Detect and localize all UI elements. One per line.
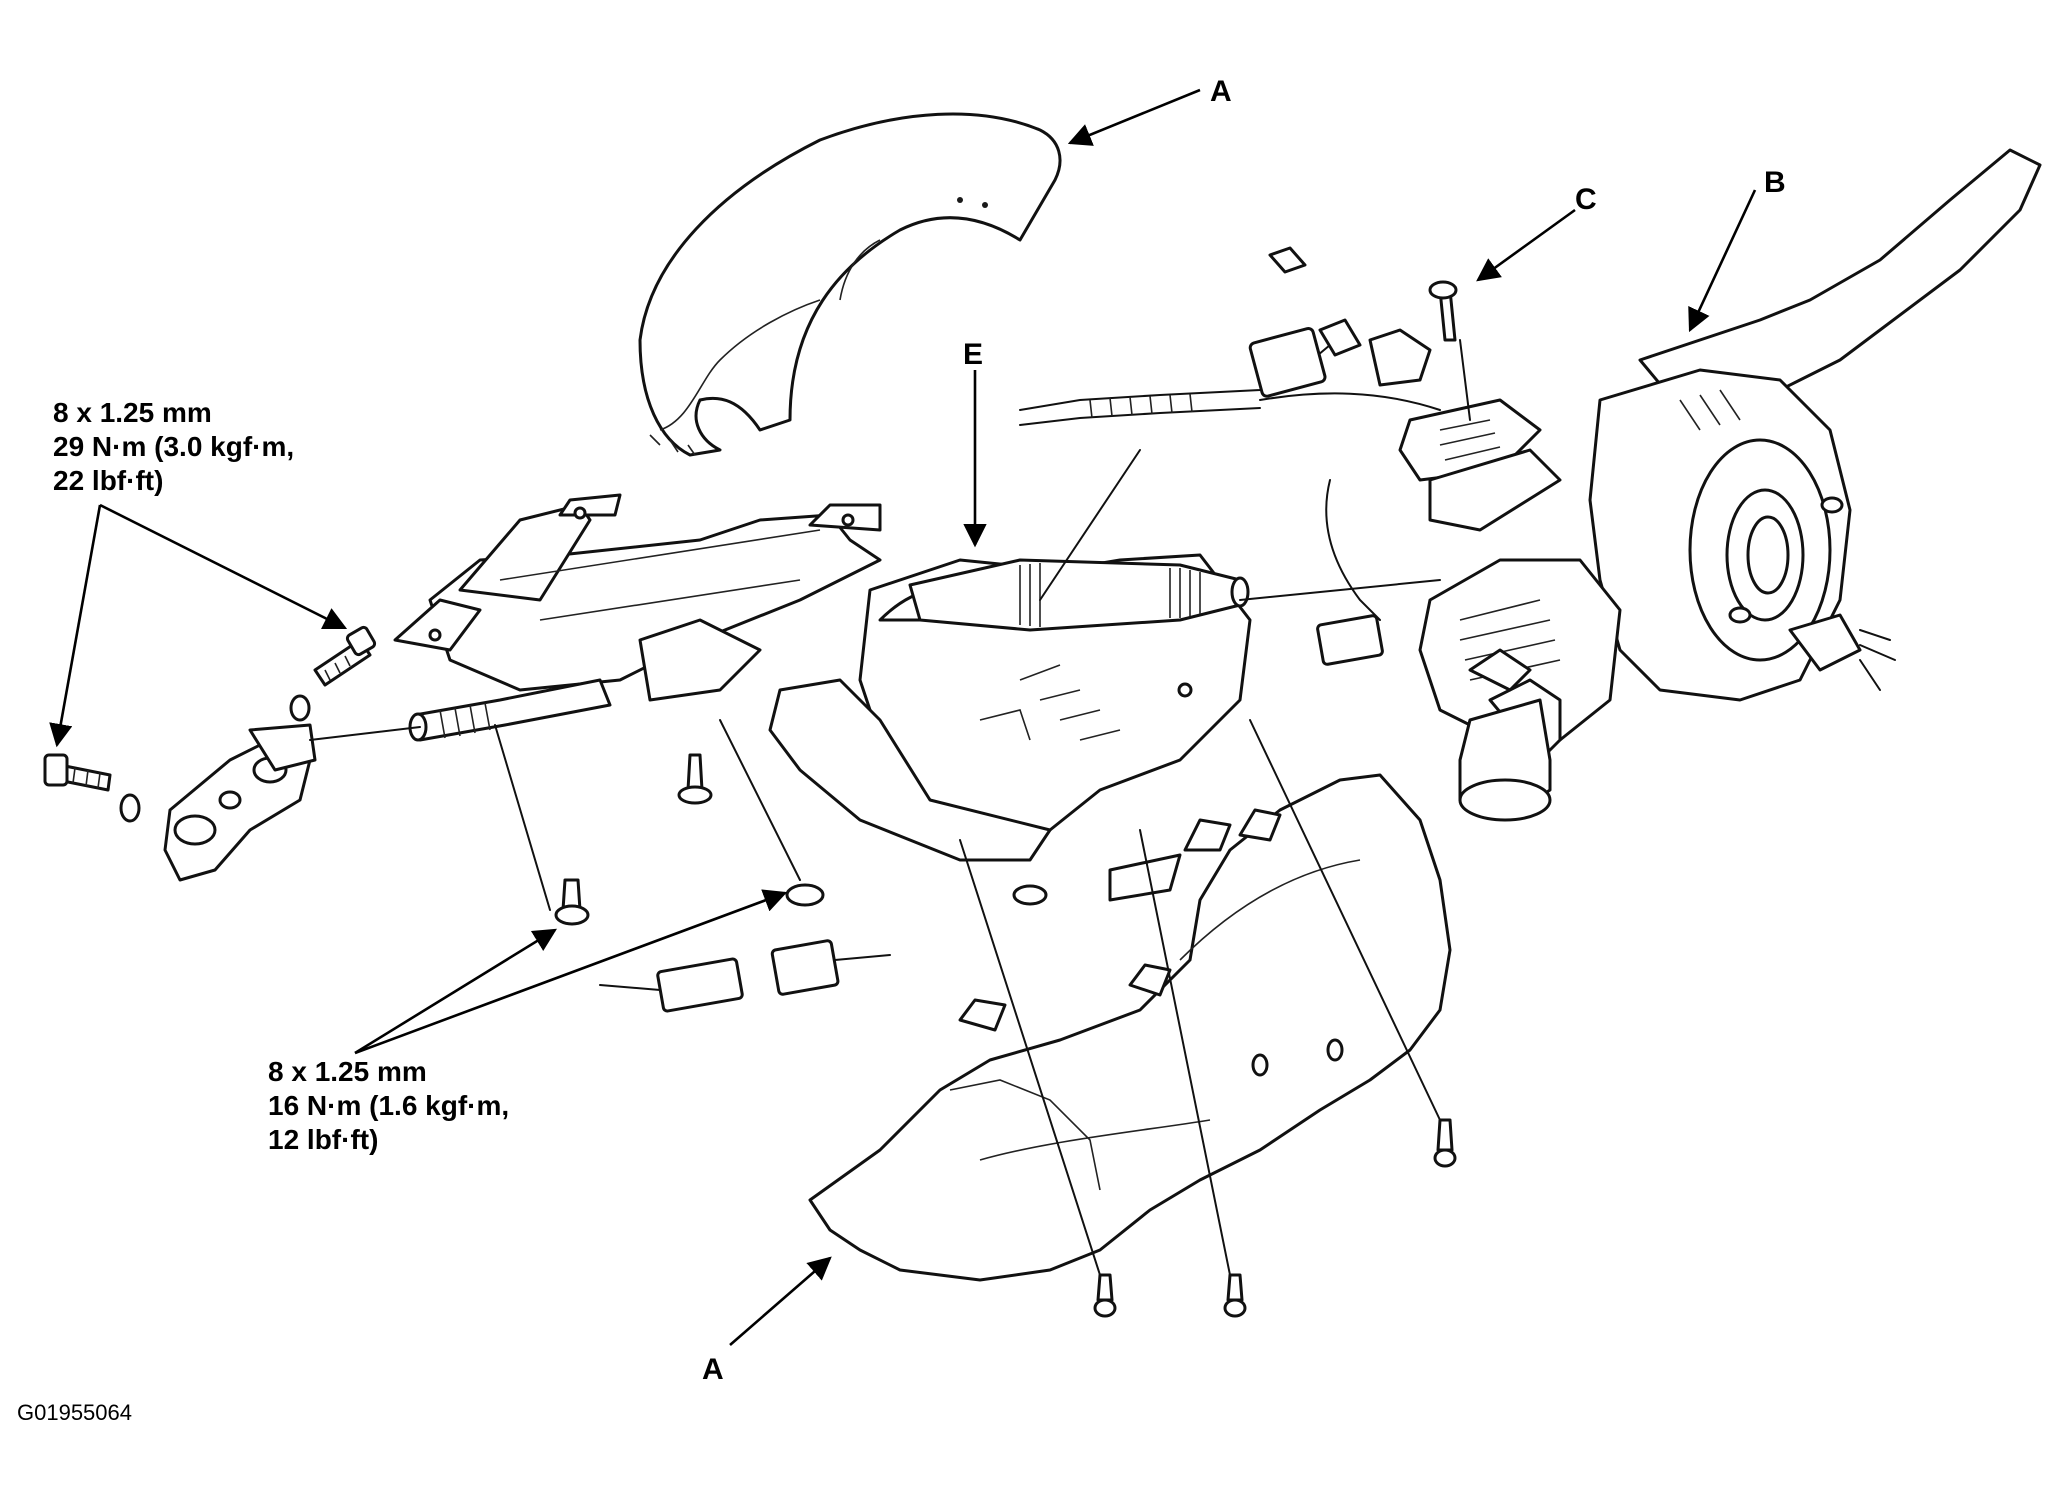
torque-spec-lower-line1: 8 x 1.25 mm	[268, 1056, 427, 1087]
callout-c: C	[1575, 183, 1597, 216]
leader-lines	[49, 88, 1757, 1346]
torque-spec-upper-line1: 8 x 1.25 mm	[53, 397, 212, 428]
leader-lower-spec-2	[354, 889, 788, 1055]
leader-lower-spec-1	[354, 928, 557, 1055]
joint-washers	[119, 694, 311, 823]
joint-bolt-lower	[43, 753, 112, 792]
universal-joint	[163, 723, 317, 882]
assembly-lines	[309, 339, 1471, 1276]
joint-bolt-upper	[313, 625, 377, 687]
leader-upper-spec-2	[49, 504, 102, 748]
upper-column-cover	[638, 112, 1062, 457]
steering-shaft	[908, 558, 1250, 632]
leader-c	[1476, 208, 1576, 282]
combination-switch-b	[1418, 148, 2042, 742]
steering-column-body	[393, 493, 882, 702]
torque-spec-lower-line3: 12 lbf·ft)	[268, 1124, 379, 1155]
torque-spec-upper-line2: 29 N·m (3.0 kgf·m,	[53, 431, 295, 462]
leader-b	[1688, 189, 1757, 333]
callout-a-bottom: A	[702, 1353, 724, 1386]
callout-b: B	[1764, 166, 1786, 199]
torque-spec-lower: 8 x 1.25 mm 16 N·m (1.6 kgf·m, 12 lbf·ft…	[268, 1055, 509, 1157]
callout-a-top: A	[1210, 75, 1232, 108]
wiper-switch-lever	[1458, 648, 1562, 822]
callout-e: E	[963, 338, 984, 371]
leader-a-bottom	[729, 1256, 832, 1346]
switch-connector-block	[1398, 398, 1562, 532]
screw-c	[1428, 280, 1458, 342]
torque-spec-upper-line3: 22 lbf·ft)	[53, 465, 164, 496]
column-mount-bolts	[554, 753, 1048, 926]
wire-harness	[1019, 246, 1441, 666]
figure-code: G01955064	[17, 1400, 132, 1425]
intermediate-shaft	[408, 678, 612, 742]
leader-upper-spec-1	[99, 503, 348, 630]
torque-spec-upper: 8 x 1.25 mm 29 N·m (3.0 kgf·m, 22 lbf·ft…	[53, 396, 294, 498]
cover-screws	[1093, 1118, 1457, 1318]
ignition-connectors	[599, 939, 891, 1013]
lower-column-cover	[808, 773, 1452, 1282]
torque-spec-lower-line2: 16 N·m (1.6 kgf·m,	[268, 1090, 510, 1121]
leader-a-top	[1067, 88, 1201, 146]
